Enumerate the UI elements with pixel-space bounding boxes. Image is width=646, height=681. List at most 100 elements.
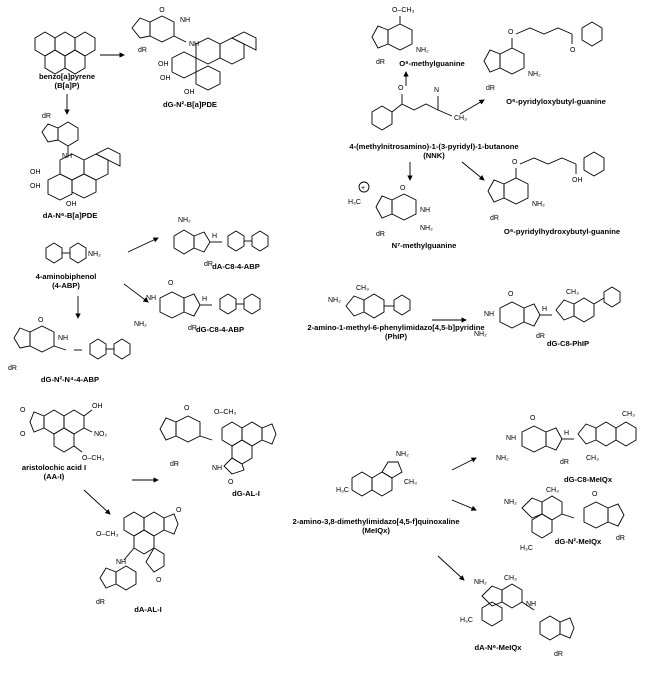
dg-c8-abp-dr: dR bbox=[188, 325, 197, 332]
o6-pob-o2: O bbox=[570, 47, 576, 54]
da-al1-name: dA-AL-I bbox=[134, 605, 161, 614]
dg-n2n4-abp-o: O bbox=[38, 317, 44, 324]
dg-c8-abp-h: H bbox=[202, 296, 207, 303]
dg-c8-melqx-structure bbox=[521, 421, 637, 453]
o6-pob-nh2: NH₂ bbox=[528, 71, 541, 78]
dg-n2-melqx-dr: dR bbox=[616, 535, 625, 542]
nnk-n-nitroso: N bbox=[434, 87, 439, 94]
n7-dr: dR bbox=[376, 231, 385, 238]
o6-pob-dr: dR bbox=[486, 85, 495, 92]
aa1-o2: O bbox=[20, 431, 26, 438]
o6-methyl-name: O⁶-methylguanine bbox=[399, 59, 465, 68]
dg-n2-melqx-o: O bbox=[592, 491, 598, 498]
da-n6-melqx-dr: dR bbox=[554, 651, 563, 658]
arrow-abp-to-dg-c8 bbox=[123, 283, 149, 303]
nnk-ch3: CH₃ bbox=[454, 115, 467, 122]
dg-c8-phip-structure bbox=[499, 286, 621, 329]
da-n6-melqx-h3c: H₃C bbox=[460, 617, 473, 624]
dg-n2-melqx-h3c: H₃C bbox=[520, 545, 533, 552]
da-n6-melqx-nh: NH bbox=[526, 601, 536, 608]
dg-c8-abp-o: O bbox=[168, 280, 174, 287]
aa1-oh: OH bbox=[92, 403, 103, 410]
arrow-melqx-to-dg-c8 bbox=[451, 457, 477, 471]
melqx-h3c: H₃C bbox=[336, 487, 349, 494]
dg-n2n4-abp-structure bbox=[13, 325, 131, 360]
dg-al1-dr: dR bbox=[170, 461, 179, 468]
dg-c8-phip-o: O bbox=[508, 291, 514, 298]
o6-phb-o: O bbox=[512, 159, 518, 166]
o6-methyl-och3: O–CH₃ bbox=[392, 7, 414, 14]
da-al1-dr: dR bbox=[96, 599, 105, 606]
n7-o: O bbox=[400, 185, 406, 192]
arrow-abp-to-da bbox=[127, 237, 159, 253]
dg-c8-phip-ch3: CH₃ bbox=[566, 289, 579, 296]
nnk-name: 4-(methylnitrosamino)-1-(3-pyridyl)-1-bu… bbox=[349, 142, 518, 151]
aa1-name: aristolochic acid I bbox=[22, 463, 86, 472]
abp-nh2: NH₂ bbox=[88, 251, 101, 258]
dg-c8-melqx-name: dG-C8-MeIQx bbox=[564, 475, 613, 484]
o6-methyl-dr: dR bbox=[376, 59, 385, 66]
arrow-melqx-to-dg-n2 bbox=[451, 499, 477, 511]
dg-bapde-structure bbox=[131, 15, 257, 91]
dg-c8-phip-name: dG-C8-PhIP bbox=[547, 339, 589, 348]
dg-al1-hn: NH bbox=[212, 465, 222, 472]
nnk-abbr: (NNK) bbox=[423, 151, 445, 160]
da-n6-melqx-h2n: NH₂ bbox=[474, 579, 487, 586]
n7-h3c: H₃C bbox=[348, 199, 361, 206]
da-n6-melqx-name: dA-N⁶-MeIQx bbox=[475, 643, 523, 652]
dg-c8-melqx-ch3b: CH₃ bbox=[586, 455, 599, 462]
o6-phb-name: O⁶-pyridylhydroxybutyl-guanine bbox=[504, 227, 620, 236]
dg-al1-och3: O–CH₃ bbox=[214, 409, 236, 416]
dg-n2-melqx-ch3: CH₃ bbox=[546, 487, 559, 494]
da-c8-abp-h: H bbox=[212, 233, 217, 240]
n7-nh2: NH₂ bbox=[420, 225, 433, 232]
da-c8-abp-name: dA-C8-4-ABP bbox=[212, 262, 260, 271]
dg-c8-melqx-ch3a: CH₃ bbox=[622, 411, 635, 418]
aa1-abbr: (AA-I) bbox=[44, 472, 65, 481]
melqx-name: 2-amino-3,8-dimethylimidazo[4,5-f]quinox… bbox=[292, 517, 459, 526]
dg-bapde-name: dG-N²-B[a]PDE bbox=[163, 100, 217, 109]
dg-n2n4-abp-name: dG-N²-N⁴-4-ABP bbox=[41, 375, 99, 384]
melqx-nh2: NH₂ bbox=[396, 451, 409, 458]
dg-bapde-o: O bbox=[159, 7, 165, 14]
dg-bapde-ho1: OH bbox=[158, 61, 169, 68]
aa1-structure bbox=[29, 409, 93, 453]
dg-c8-melqx-dr: dR bbox=[560, 459, 569, 466]
dg-bapde-nh2: NH bbox=[189, 41, 199, 48]
phip-ch3: CH₃ bbox=[356, 285, 369, 292]
abp-name: 4-aminobiphenol bbox=[36, 272, 97, 281]
phip-name: 2-amino-1-methyl-6-phenylimidazo[4,5-b]p… bbox=[307, 323, 484, 332]
dg-c8-phip-dr: dR bbox=[536, 333, 545, 340]
da-bapde-ho1: OH bbox=[30, 169, 41, 176]
bap-abbr: (B[a]P) bbox=[55, 81, 80, 90]
aa1-no2: NO₂ bbox=[94, 431, 108, 438]
da-al1-hn: NH bbox=[116, 559, 126, 566]
o6-phb-structure bbox=[487, 151, 605, 205]
dg-c8-phip-h: H bbox=[542, 306, 547, 313]
da-bapde-name: dA-N⁶-B[a]PDE bbox=[43, 211, 98, 220]
o6-methyl-nh2: NH₂ bbox=[416, 47, 429, 54]
da-al1-structure bbox=[99, 511, 179, 591]
dg-c8-phip-h2n: NH₂ bbox=[474, 331, 487, 338]
da-c8-abp-nh2: NH₂ bbox=[178, 217, 191, 224]
dg-c8-abp-h2n: NH₂ bbox=[134, 321, 147, 328]
dg-al1-structure bbox=[159, 415, 277, 475]
n7-nh: NH bbox=[420, 207, 430, 214]
arrow-aa1-to-da bbox=[83, 489, 111, 515]
melqx-ch3: CH₃ bbox=[404, 479, 417, 486]
da-bapde-oh3: OH bbox=[66, 201, 77, 208]
o6-phb-dr: dR bbox=[490, 215, 499, 222]
dg-bapde-oh3: OH bbox=[184, 89, 195, 96]
da-bapde-dr: dR bbox=[42, 113, 51, 120]
melqx-abbr: (MeIQx) bbox=[362, 526, 390, 535]
o6-pob-name: O⁶-pyridyloxybutyl-guanine bbox=[506, 97, 606, 106]
o6-phb-oh: OH bbox=[572, 177, 583, 184]
da-c8-abp-dr: dR bbox=[204, 261, 213, 268]
o6-pob-o: O bbox=[508, 29, 514, 36]
n7-name: N⁷-methylguanine bbox=[392, 241, 457, 250]
nnk-structure bbox=[371, 94, 453, 131]
dg-c8-melqx-hn: NH bbox=[506, 435, 516, 442]
dg-c8-phip-hn: NH bbox=[484, 311, 494, 318]
nnk-o: O bbox=[398, 85, 404, 92]
